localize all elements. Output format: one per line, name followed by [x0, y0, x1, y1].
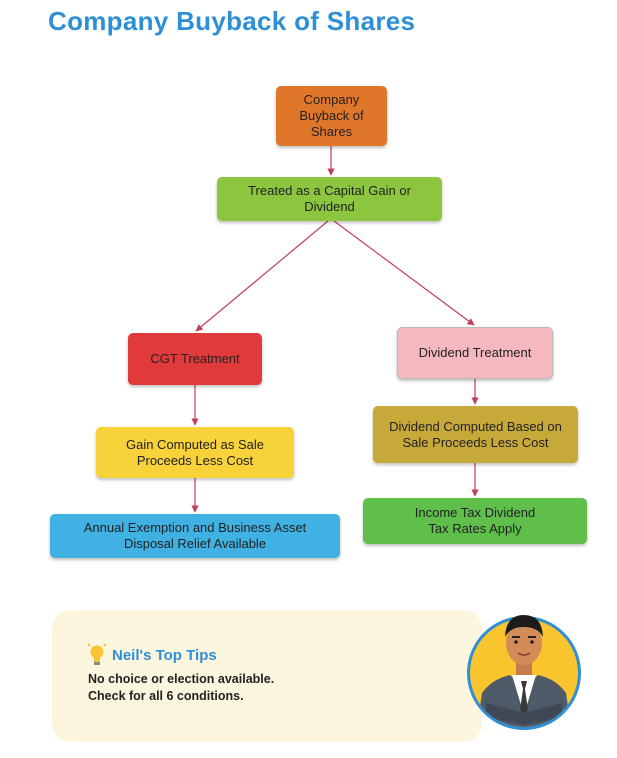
node-income-tax-rates: Income Tax Dividend Tax Rates Apply [363, 498, 587, 544]
tips-title: Neil's Top Tips [112, 647, 217, 664]
node-capital-gain-or-dividend: Treated as a Capital Gain or Dividend [217, 177, 442, 221]
connector-treated-dividend [333, 220, 475, 326]
node-cgt-treatment: CGT Treatment [128, 333, 262, 385]
connector-treated-cgt [195, 220, 329, 332]
presenter-avatar-icon [467, 615, 581, 730]
page-title: Company Buyback of Shares [48, 6, 416, 36]
tips-line-1: No choice or election available. [88, 672, 275, 686]
lightbulb-icon [88, 643, 106, 665]
node-dividend-treatment: Dividend Treatment [397, 327, 553, 379]
node-dividend-computed: Dividend Computed Based on Sale Proceeds… [373, 406, 578, 463]
tips-line-2: Check for all 6 conditions. [88, 689, 244, 703]
node-company-buyback: Company Buyback of Shares [276, 86, 387, 146]
node-gain-computed: Gain Computed as Sale Proceeds Less Cost [96, 427, 294, 478]
node-exemption-relief: Annual Exemption and Business Asset Disp… [50, 514, 340, 558]
tips-panel [52, 610, 482, 742]
